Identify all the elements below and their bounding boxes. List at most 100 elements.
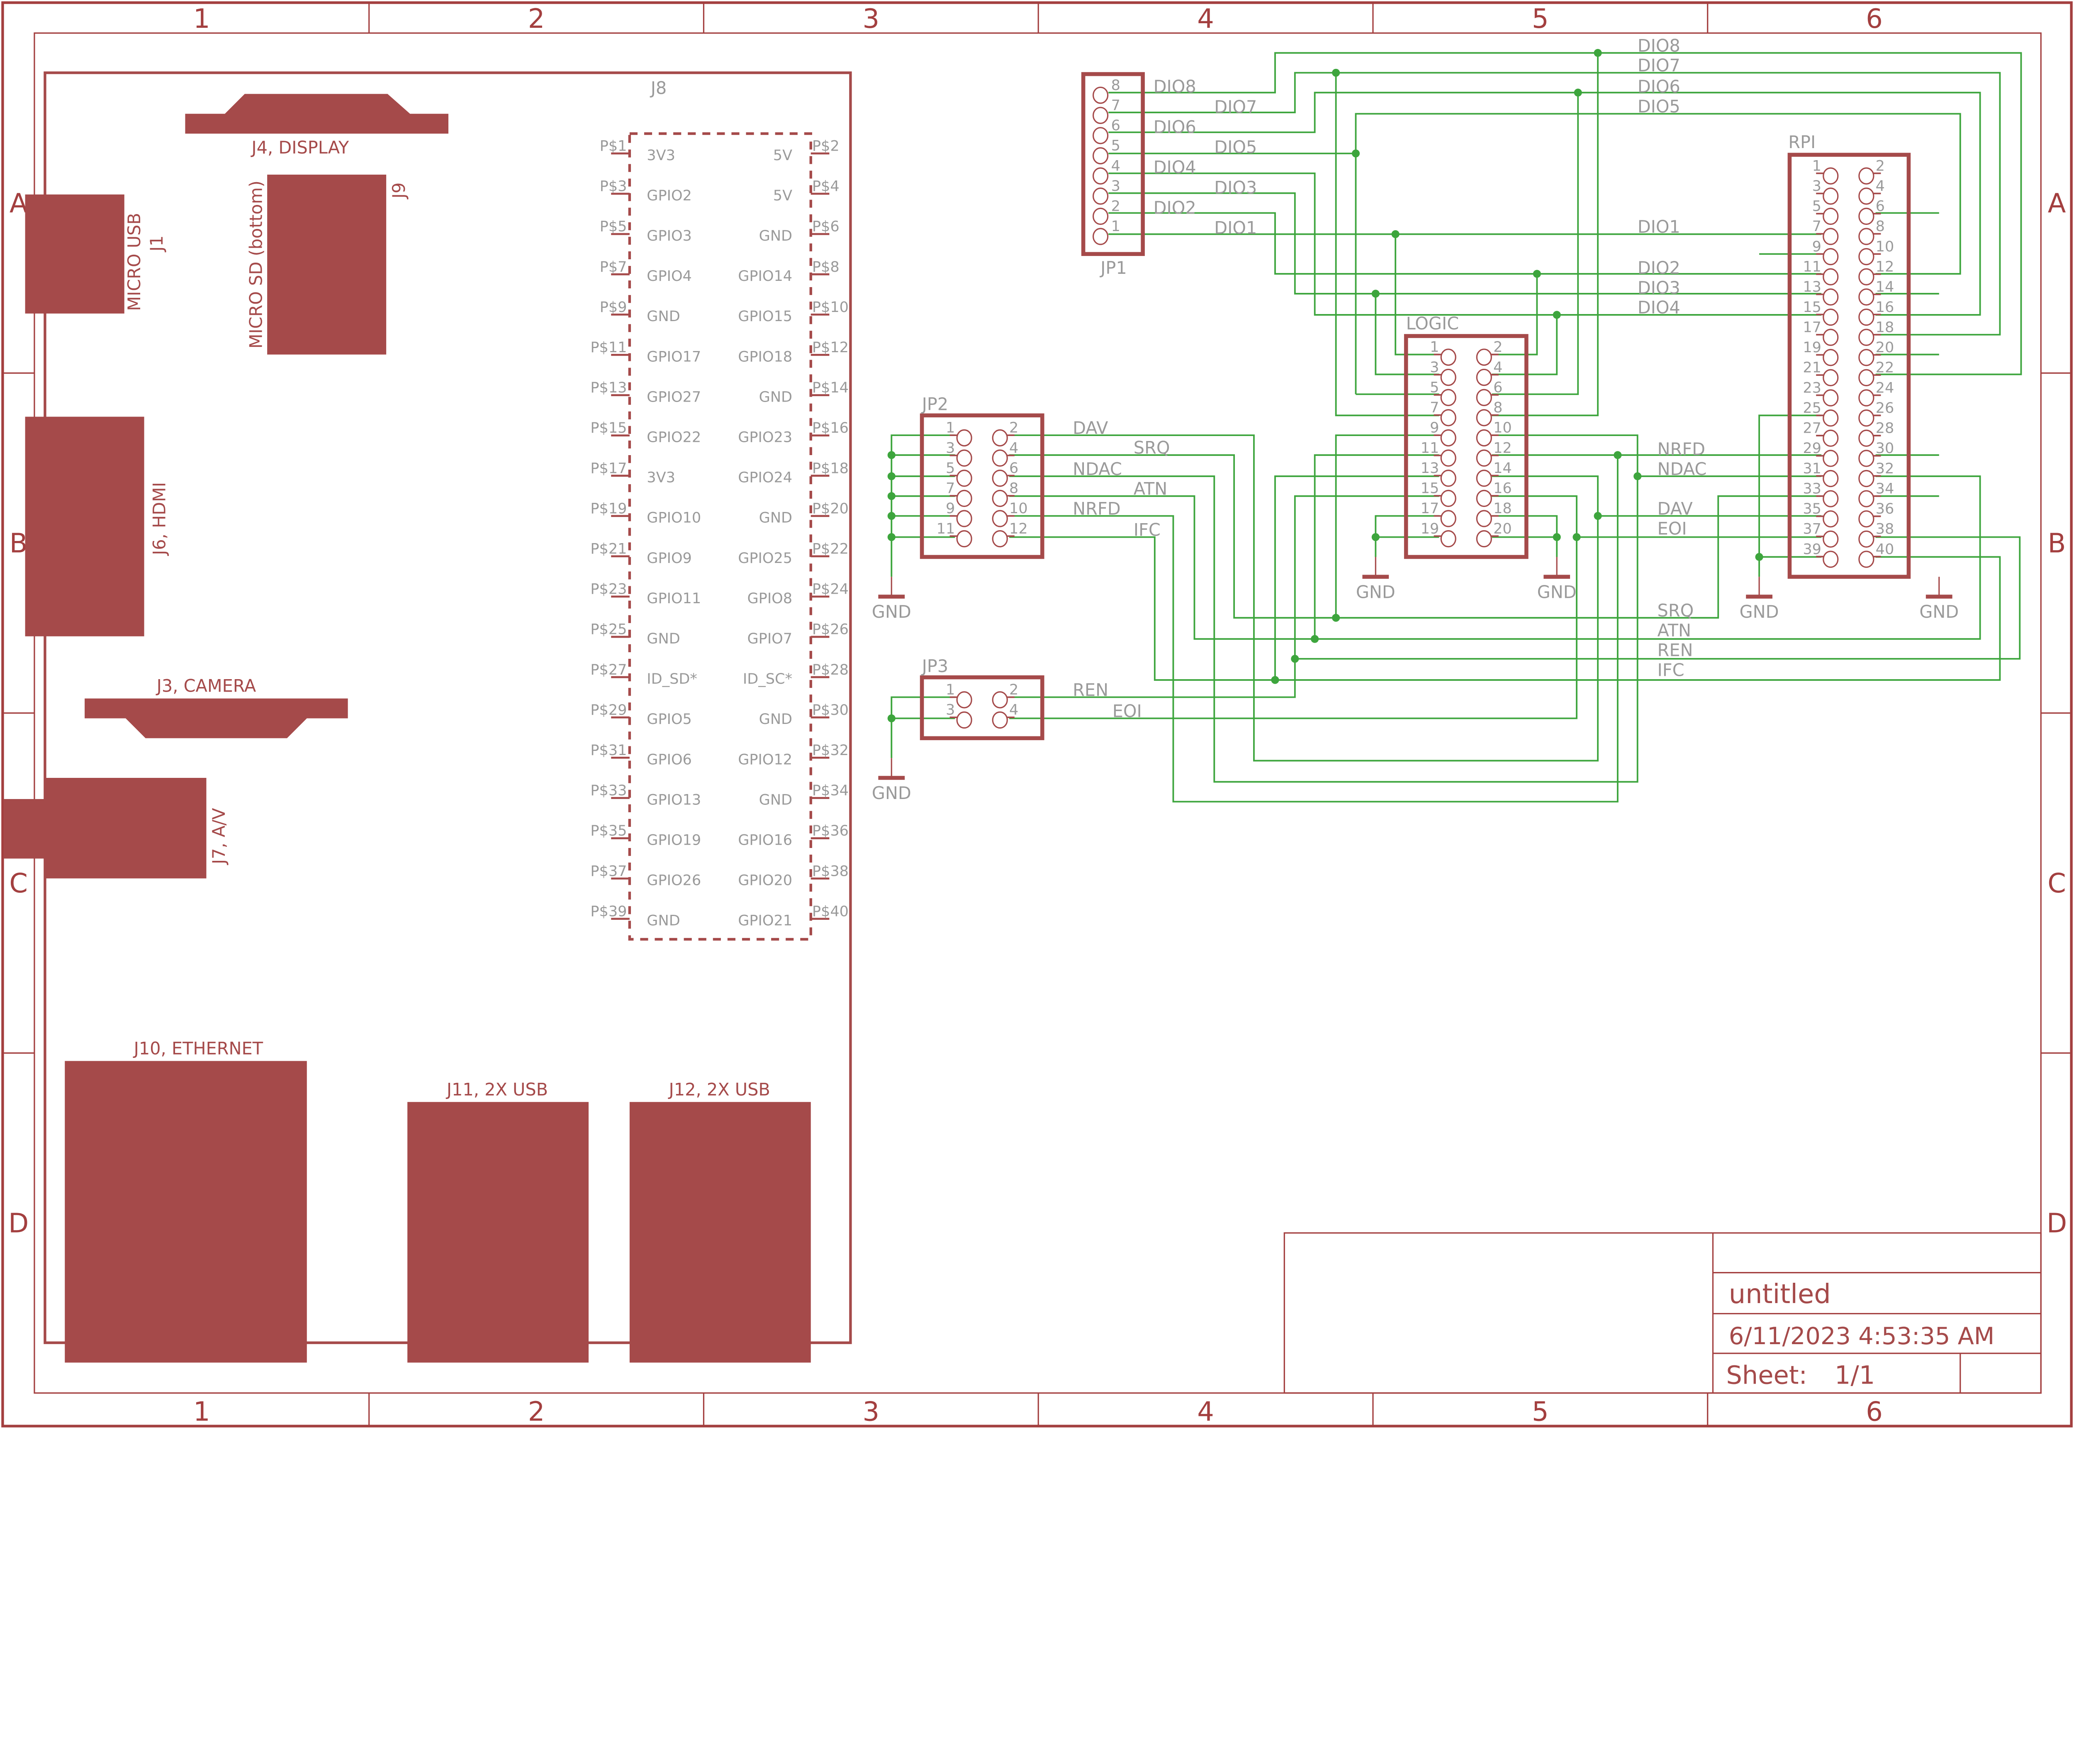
j8-pad-label: P$27 — [590, 661, 627, 678]
j8-pad-label: P$15 — [590, 419, 627, 436]
rpi-pin — [1858, 248, 1874, 266]
column-label-bottom: 4 — [1197, 1397, 1214, 1428]
junction-dot — [1371, 533, 1380, 541]
j8-pad-label: P$23 — [590, 581, 627, 598]
logic-pin — [1440, 490, 1456, 507]
wire — [1492, 515, 1558, 557]
rpi-pin-number: 16 — [1876, 299, 1894, 316]
wire — [1009, 475, 1981, 640]
wire — [1108, 172, 1821, 316]
rpi-pin-number: 25 — [1803, 400, 1821, 417]
jp2-pin — [992, 490, 1008, 507]
jp1-pin — [1092, 207, 1109, 225]
column-label-bottom: 3 — [863, 1397, 880, 1428]
j8-pin-name: ID_SD* — [647, 670, 697, 687]
junction-dot — [1594, 512, 1602, 520]
net-label: DIO5 — [1638, 97, 1680, 117]
jp2-pin — [956, 510, 972, 527]
wire — [1009, 495, 1439, 698]
logic-pin-number: 19 — [1421, 520, 1439, 537]
ground-label: GND — [1356, 582, 1395, 602]
junction-dot — [1351, 149, 1360, 158]
jp2-pin-number: 11 — [937, 520, 955, 537]
rpi-pin — [1823, 248, 1839, 266]
av-connector-j7 — [45, 777, 207, 879]
rpi-pin-number: 14 — [1876, 278, 1894, 295]
wire — [891, 434, 955, 577]
jp1-pin — [1092, 86, 1109, 104]
net-label: IFC — [1658, 660, 1685, 680]
usb-connector-j12 — [629, 1102, 811, 1363]
rpi-pin-number: 28 — [1876, 420, 1894, 437]
rpi-pin-number: 12 — [1876, 258, 1894, 275]
net-label: DIO8 — [1638, 36, 1680, 56]
connector-desc-j9: MICRO SD (bottom) — [246, 180, 266, 348]
jp1-pin-number: 4 — [1111, 157, 1120, 174]
logic-pin-number: 11 — [1421, 439, 1439, 456]
jp1-pin — [1092, 188, 1109, 205]
logic-pin — [1440, 530, 1456, 548]
rpi-pin — [1858, 470, 1874, 487]
logic-pin — [1476, 530, 1492, 548]
rpi-pin — [1823, 308, 1839, 326]
j8-pad-label: P$34 — [812, 782, 849, 799]
rpi-pin — [1858, 268, 1874, 285]
wire — [1009, 434, 1599, 762]
rpi-pin-number: 5 — [1812, 198, 1821, 215]
net-label: EOI — [1658, 519, 1687, 538]
j8-pad-label: P$21 — [590, 541, 627, 558]
jp2-pin — [992, 429, 1008, 447]
column-label-bottom: 6 — [1866, 1397, 1883, 1428]
wire — [1274, 475, 1439, 680]
j8-pad-label: P$4 — [812, 178, 840, 195]
connector-label-j11: J11, 2X USB — [445, 1079, 548, 1099]
j8-pad-label: P$7 — [600, 258, 627, 275]
junction-dot — [1332, 614, 1340, 622]
logic-pin — [1476, 429, 1492, 447]
logic-pin-number: 3 — [1430, 359, 1439, 376]
jp2-pin — [992, 510, 1008, 527]
wire — [1375, 293, 1439, 375]
jp2-pin — [956, 530, 972, 548]
j8-pad-label: P$22 — [812, 541, 849, 558]
net-label: DIO3 — [1638, 278, 1680, 298]
net-label: DIO2 — [1154, 198, 1196, 218]
junction-dot — [1371, 290, 1380, 298]
jp3-label: JP3 — [921, 656, 949, 676]
jp3-pin — [992, 711, 1008, 729]
j8-pad-label: P$14 — [812, 379, 849, 396]
j8-pad-label: P$33 — [590, 782, 627, 799]
wire — [1335, 73, 1439, 417]
jp3-pin-number: 3 — [946, 702, 955, 719]
rpi-pin — [1823, 470, 1839, 487]
net-label: DAV — [1658, 499, 1693, 519]
j8-pin-name: GPIO7 — [747, 630, 793, 647]
j8-pad-label: P$19 — [590, 500, 627, 517]
rpi-pin-number: 6 — [1876, 198, 1885, 215]
jp2-pin-number: 5 — [946, 460, 955, 477]
rpi-pin — [1858, 188, 1874, 205]
jp1-pin-number: 7 — [1111, 97, 1120, 114]
net-label: NDAC — [1658, 459, 1707, 479]
net-label: DIO4 — [1154, 158, 1196, 178]
j8-pin-name: GPIO14 — [738, 268, 792, 285]
j8-pad-label: P$11 — [590, 339, 627, 356]
rpi-pin-number: 34 — [1876, 480, 1894, 497]
camera-connector-j3 — [85, 698, 348, 738]
rpi-pin-number: 20 — [1876, 339, 1894, 356]
rpi-pin — [1823, 510, 1839, 528]
logic-pin-number: 13 — [1421, 460, 1439, 477]
j8-pin-name: GND — [759, 227, 792, 244]
jp3-header — [920, 675, 1044, 741]
row-label-left: C — [9, 868, 28, 899]
drawing-date: 6/11/2023 4:53:35 AM — [1729, 1322, 1995, 1350]
jp1-pin — [1092, 107, 1109, 124]
jp2-pin — [956, 490, 972, 507]
rpi-pin-number: 4 — [1876, 178, 1885, 195]
j8-pad-label: P$36 — [812, 822, 849, 839]
j8-pad-label: P$32 — [812, 742, 849, 759]
junction-dot — [1553, 311, 1561, 319]
junction-dot — [1755, 553, 1763, 561]
